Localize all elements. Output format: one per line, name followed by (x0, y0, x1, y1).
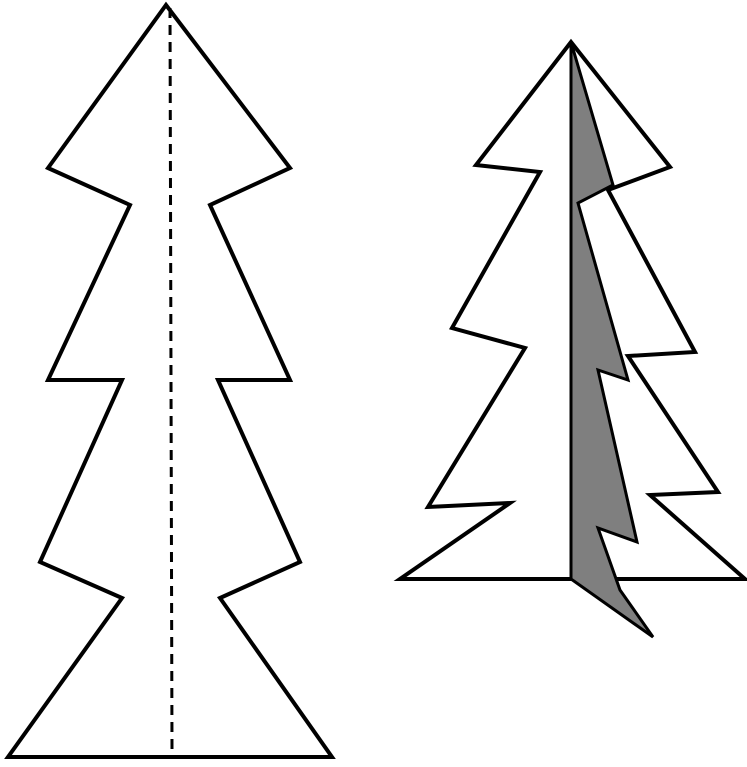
assembled-tree (400, 42, 745, 637)
flat-tree (8, 5, 332, 757)
